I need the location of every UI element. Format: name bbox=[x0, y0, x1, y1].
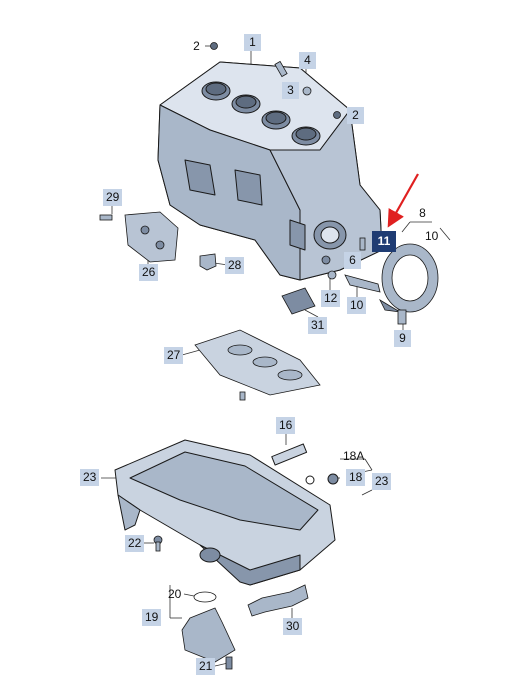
callout-20[interactable]: 20 bbox=[168, 587, 182, 601]
baffle-plate-27 bbox=[194, 329, 321, 401]
callout-4[interactable]: 4 bbox=[299, 52, 316, 69]
callout-28[interactable]: 28 bbox=[225, 257, 245, 274]
engine-block bbox=[157, 61, 383, 281]
rear-seal-flange bbox=[321, 237, 439, 325]
callout-10b[interactable]: 10 bbox=[347, 297, 367, 314]
bolt-22 bbox=[153, 535, 163, 552]
callout-3[interactable]: 3 bbox=[282, 82, 299, 99]
oil-pickup-19 bbox=[181, 591, 236, 670]
callout-8[interactable]: 8 bbox=[419, 206, 426, 220]
callout-22[interactable]: 22 bbox=[125, 535, 145, 552]
callout-2a[interactable]: 2 bbox=[193, 39, 200, 53]
callout-21[interactable]: 21 bbox=[196, 658, 216, 675]
top-fasteners bbox=[210, 42, 341, 119]
callout-12[interactable]: 12 bbox=[321, 290, 341, 307]
callout-16[interactable]: 16 bbox=[276, 417, 296, 434]
callout-2b[interactable]: 2 bbox=[347, 107, 364, 124]
oil-pan-23 bbox=[114, 439, 339, 586]
callout-30[interactable]: 30 bbox=[283, 618, 303, 635]
callout-11-highlighted[interactable]: 11 bbox=[372, 231, 396, 252]
callout-19[interactable]: 19 bbox=[142, 609, 162, 626]
callout-23a[interactable]: 23 bbox=[80, 469, 100, 486]
mount-31 bbox=[281, 287, 316, 315]
callout-26[interactable]: 26 bbox=[139, 264, 159, 281]
callout-9[interactable]: 9 bbox=[394, 330, 411, 347]
callout-27[interactable]: 27 bbox=[164, 347, 184, 364]
callout-18[interactable]: 18 bbox=[346, 469, 366, 486]
pipe-30 bbox=[247, 584, 309, 617]
callout-6[interactable]: 6 bbox=[344, 252, 361, 269]
callout-31[interactable]: 31 bbox=[308, 317, 328, 334]
callout-1[interactable]: 1 bbox=[244, 34, 261, 51]
highlight-arrow bbox=[387, 173, 419, 228]
callout-18a[interactable]: 18A bbox=[343, 449, 365, 463]
bracket-26 bbox=[99, 211, 179, 263]
sensor-28 bbox=[199, 253, 217, 271]
callout-29[interactable]: 29 bbox=[103, 189, 123, 206]
callout-23b[interactable]: 23 bbox=[372, 473, 392, 490]
callout-10a[interactable]: 10 bbox=[425, 229, 439, 243]
